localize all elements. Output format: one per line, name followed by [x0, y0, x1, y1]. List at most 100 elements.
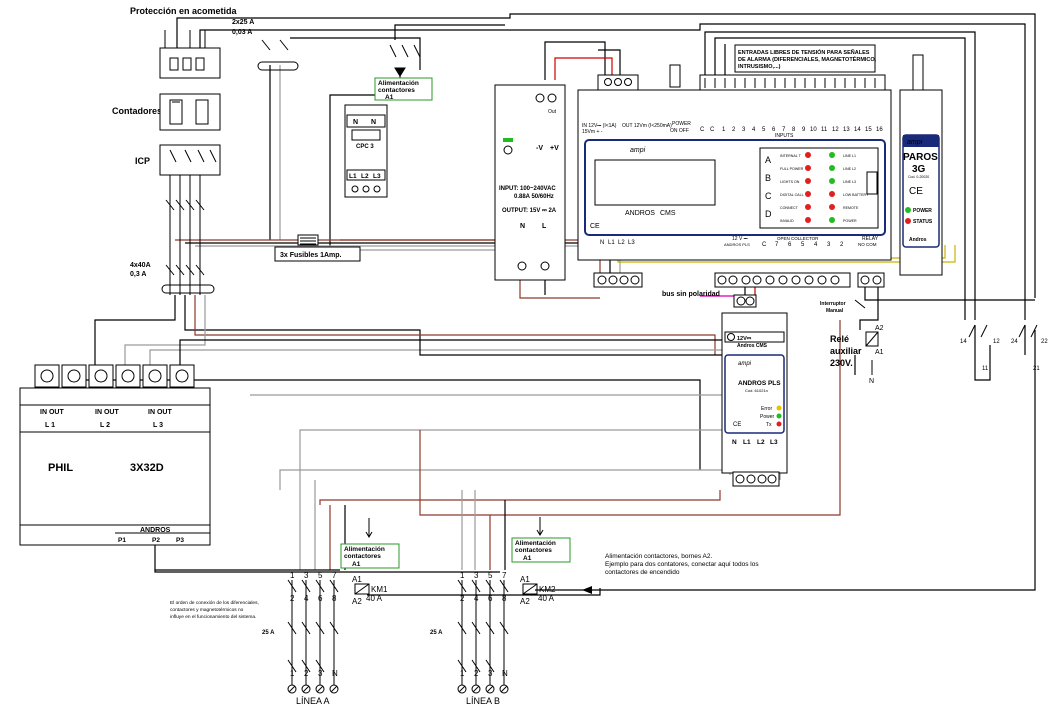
pls-l2: L2 [757, 439, 765, 446]
input-num: 11 [821, 127, 828, 133]
contact-21: 21 [1033, 366, 1040, 372]
oc-pin: 7 [775, 242, 779, 248]
cpc-l1: L1 [349, 173, 357, 180]
rele-1: Relé [830, 334, 849, 344]
cms-power-sub: ON OFF [670, 128, 689, 134]
led-green [829, 165, 835, 171]
led-red [805, 178, 811, 184]
cms-letter-a: A [765, 155, 771, 165]
entradas-1: ENTRADAS LIBRES DE TENSIÓN PARA SEÑALES [738, 48, 870, 56]
led-label: FULL POWER [780, 167, 804, 171]
linea-a: LÍNEA A [296, 696, 330, 706]
km1-pin: 7 [332, 571, 337, 580]
fuses: 3x Fusibles 1Amp. [274, 234, 361, 262]
km2-pin: 2 [460, 594, 465, 603]
cms-letter-d: D [765, 209, 772, 219]
rele-auxiliar: A2 A1 Relé auxiliar 230V. N [830, 325, 884, 385]
linea-b: LÍNEA B [466, 696, 500, 706]
psu-input2: 0.88A 50/60Hz [514, 194, 554, 200]
note-left: El orden de conexión de los diferenciale… [170, 600, 259, 620]
breaker-top-2: 0,03 A [232, 29, 252, 36]
breaker-2x25 [257, 39, 299, 71]
cms-ce: CE [590, 223, 600, 230]
km2-pin: 8 [502, 594, 507, 603]
psu-output: OUTPUT: 15V ⎓ 2A [502, 208, 557, 214]
led-label: LINE L1 [843, 154, 856, 158]
note-right-1: Alimentación contactores, bornes A2. [605, 553, 713, 560]
led-label: POWER [843, 219, 857, 223]
contadores-label: Contadores [112, 106, 162, 116]
rele-3: 230V. [830, 358, 853, 368]
note-left-3: influye en el funcionamiento del sistema… [170, 614, 256, 620]
breaker-main-2: 0,3 A [130, 271, 146, 278]
pls-error: Error [761, 406, 772, 412]
phil-p1: P1 [118, 537, 126, 544]
cms-in-label2: 15Vm + - [582, 129, 603, 135]
phil-l1: L 1 [45, 422, 55, 429]
alim-km2-3: A1 [523, 555, 532, 562]
cms-bot-n: N [600, 240, 604, 246]
input-num: 7 [782, 127, 786, 133]
cms-letter-c: C [765, 191, 772, 201]
phil-andros: ANDROS [140, 527, 171, 534]
contact-11: 11 [982, 366, 989, 372]
phil-model: 3X32D [130, 462, 164, 474]
paros-status-led [905, 218, 911, 224]
led-red [805, 204, 811, 210]
paros-sub: 3G [912, 164, 926, 175]
paros-power: POWER [913, 208, 932, 214]
cms-andros-pls: ANDROS PLS [724, 242, 750, 247]
pls-power: Power [760, 414, 775, 420]
input-num: 12 [832, 127, 839, 133]
input-num: 10 [810, 127, 817, 133]
alim-km1-3: A1 [352, 561, 361, 568]
alim-top-3: A1 [385, 94, 394, 101]
relay-n: N [869, 378, 874, 385]
km2-breaker: 25 A [430, 630, 443, 636]
power-supply: Out -V +V INPUT: 100~240VAC 0.88A 50/60H… [494, 84, 566, 281]
cms-open-collector: OPEN COLLECTOR [777, 236, 819, 241]
km1-a2: A2 [352, 597, 362, 606]
relay-a1: A1 [875, 349, 884, 356]
km1-contactor: 1 3 5 7 2 4 6 8 A1 A2 KM1 40 A 25 A 1 2 … [262, 518, 388, 706]
contact-14: 14 [960, 339, 967, 345]
note-left-1: El orden de conexión de los diferenciale… [170, 600, 259, 606]
breaker-main-1: 4x40A [130, 262, 151, 269]
km2-a1: A1 [520, 575, 530, 584]
km1-out: 3 [318, 669, 323, 678]
led-red [805, 152, 811, 158]
km1-breaker: 25 A [262, 630, 275, 636]
alim-top-2: contactores [378, 87, 415, 94]
phil-inout-2: IN OUT [95, 409, 119, 416]
cms-bot-l1: L1 [608, 240, 615, 246]
led-green [829, 178, 835, 184]
km2-a2: A2 [520, 597, 530, 606]
psu-out-label: Out [548, 109, 557, 115]
km2-out: N [502, 669, 508, 678]
led-red [829, 191, 835, 197]
cms-bot-l3: L3 [628, 240, 635, 246]
alim-box-km2: Alimentación contactores A1 [511, 537, 571, 563]
input-num: 14 [854, 127, 861, 133]
phil-inout-1: IN OUT [40, 409, 64, 416]
rele-2: auxiliar [830, 346, 862, 356]
cms-leds-left: INTERNAL T FULL POWER LIGHTS ON DIGITAL … [780, 152, 869, 223]
alim-top-1: Alimentación [378, 80, 419, 87]
paros-module: ampi PAROS 3G Cod. 0-20020 CE POWER STAT… [899, 54, 943, 276]
fusibles-label: 3x Fusibles 1Amp. [280, 252, 342, 259]
phil-p3: P3 [176, 537, 184, 544]
phil-l3: L 3 [153, 422, 163, 429]
fuse-block [159, 30, 221, 79]
pls-cod: Cod. 61021n [745, 388, 768, 393]
phil-module: IN OUT IN OUT IN OUT L 1 L 2 L 3 PHIL 3X… [19, 364, 211, 546]
alim-km1-2: contactores [344, 553, 381, 560]
interruptor-2: Manual [826, 308, 844, 314]
km1-name: KM1 [371, 585, 388, 594]
note-right: Alimentación contactores, bornes A2. Eje… [605, 553, 759, 576]
oc-pin: 6 [788, 242, 792, 248]
cms-in-label: IN 12V⎓ (I<1A) [582, 123, 617, 129]
oc-pin: 4 [814, 242, 818, 248]
led-label: LOW BATTERY [843, 193, 869, 197]
km2-pin: 4 [474, 594, 479, 603]
paros-cod: Cod. 0-20020 [908, 175, 929, 179]
